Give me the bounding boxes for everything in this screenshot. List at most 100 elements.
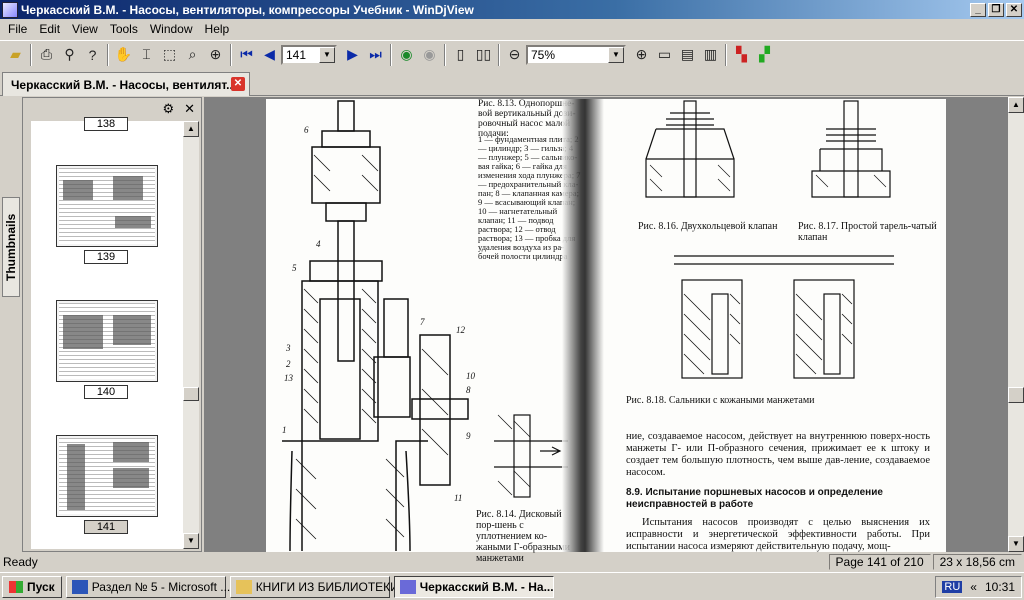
zoom-out-icon[interactable]: ⊖ <box>508 46 521 62</box>
menu-tools[interactable]: Tools <box>109 21 138 36</box>
zoom-value: 75% <box>531 47 556 62</box>
svg-text:4: 4 <box>316 239 321 249</box>
back-icon[interactable]: ◉ <box>400 46 413 62</box>
svg-text:7: 7 <box>420 317 425 327</box>
zoom-in-icon[interactable]: ⊕ <box>635 46 648 62</box>
start-button[interactable]: Пуск <box>2 575 62 598</box>
word-icon <box>71 579 88 594</box>
thumbnail-page-141[interactable] <box>56 435 158 517</box>
section-heading: 8.9. Испытание поршневых насосов и опред… <box>626 487 883 510</box>
thumbnails-pane: ⚙ ✕ 138 139 140 141 ▲ ▼ <box>22 97 202 552</box>
thumbnail-label-138: 138 <box>84 117 128 131</box>
window-title: Черкасский В.М. - Насосы, вентиляторы, к… <box>21 2 474 17</box>
scroll-up-icon[interactable]: ▲ <box>183 121 199 137</box>
next-page-icon[interactable]: ▶ <box>347 46 358 62</box>
document-tab[interactable]: Черкасский В.М. - Насосы, вентилят... ✕ <box>2 72 250 96</box>
task-label: КНИГИ ИЗ БИБЛИОТЕКИ <box>255 579 399 594</box>
display-color-icon[interactable]: ▚ <box>736 46 747 62</box>
document-tab-bar: Черкасский В.М. - Насосы, вентилят... ✕ <box>0 70 1024 96</box>
caption-fig-8-13: Рис. 8.13. Однопоршне-вой вертикальный д… <box>478 99 576 139</box>
print-icon[interactable]: ⎙ <box>40 46 53 62</box>
svg-text:12: 12 <box>456 325 466 335</box>
disk-piston-drawing <box>494 414 568 498</box>
text-select-icon[interactable]: ⌶ <box>142 46 151 62</box>
last-page-icon[interactable]: ⏭ <box>369 46 382 62</box>
close-button[interactable]: ✕ <box>1006 2 1022 17</box>
windjview-icon <box>399 579 416 594</box>
thumbnail-page-139[interactable] <box>56 165 158 247</box>
find-icon[interactable]: ⚲ <box>64 46 75 62</box>
toolbar: ▰ ⎙ ⚲ ? ✋ ⌶ ⬚ ⌕ ⊕ ⏮ ◀ 141 ▼ ▶ ⏭ ◉ ◉ ▯ ▯▯… <box>0 40 1024 68</box>
menu-help[interactable]: Help <box>204 21 230 36</box>
help-icon[interactable]: ? <box>88 46 97 63</box>
facing-pages-icon[interactable]: ▯▯ <box>475 46 492 62</box>
caption-fig-8-16: Рис. 8.16. Двухкольцевой клапан <box>638 221 778 232</box>
folder-icon <box>235 579 252 594</box>
actual-size-icon[interactable]: ▥ <box>703 46 718 62</box>
svg-text:13: 13 <box>284 373 294 383</box>
scroll-thumb[interactable] <box>183 387 199 401</box>
tray-chevron-icon[interactable]: « <box>970 580 977 594</box>
status-size-info: 23 x 18,56 cm <box>932 554 1022 570</box>
close-pane-icon[interactable]: ✕ <box>184 101 195 116</box>
hand-tool-icon[interactable]: ✋ <box>114 46 133 62</box>
page-number-combo[interactable]: 141 ▼ <box>281 44 337 65</box>
svg-text:11: 11 <box>454 493 462 503</box>
close-tab-icon[interactable]: ✕ <box>231 77 245 91</box>
thumbnail-page-140[interactable] <box>56 300 158 382</box>
gear-icon[interactable]: ⚙ <box>162 101 175 116</box>
minimize-button[interactable]: _ <box>970 2 986 17</box>
status-bar: Ready Page 141 of 210 23 x 18,56 cm <box>0 553 1024 571</box>
scroll-up-icon[interactable]: ▲ <box>1008 97 1024 113</box>
svg-text:10: 10 <box>466 371 476 381</box>
restore-button[interactable]: ❐ <box>988 2 1004 17</box>
first-page-icon[interactable]: ⏮ <box>240 46 253 62</box>
menu-edit[interactable]: Edit <box>39 21 61 36</box>
document-tab-label: Черкасский В.М. - Насосы, вентилят... <box>11 77 237 92</box>
valve-drawings <box>645 100 891 198</box>
task-windjview[interactable]: Черкасский В.М. - На... <box>393 575 554 598</box>
scroll-down-icon[interactable]: ▼ <box>1008 536 1024 552</box>
thumbnails-tab[interactable]: Thumbnails <box>2 197 20 297</box>
start-label: Пуск <box>27 579 55 594</box>
document-scrollbar[interactable]: ▲ ▼ <box>1008 97 1024 552</box>
menu-file[interactable]: File <box>8 21 28 36</box>
body-paragraph-2: Испытания насосов производят с целью выя… <box>626 517 930 552</box>
display-mode-icon[interactable]: ▞ <box>759 46 770 62</box>
open-folder-icon[interactable]: ▰ <box>10 46 21 62</box>
svg-text:6: 6 <box>304 125 309 135</box>
legend-fig-8-13: 1 — фундаментная плита; 2 — цилиндр; 3 —… <box>478 134 581 261</box>
scroll-thumb[interactable] <box>1008 387 1024 403</box>
task-label: Черкасский В.М. - На... <box>419 579 554 594</box>
single-page-icon[interactable]: ▯ <box>456 46 465 62</box>
forward-icon[interactable]: ◉ <box>423 46 436 62</box>
svg-text:3: 3 <box>285 343 291 353</box>
thumbnail-list: 138 139 140 141 <box>31 117 183 549</box>
title-bar: Черкасский В.М. - Насосы, вентиляторы, к… <box>0 0 1024 19</box>
previous-page-icon[interactable]: ◀ <box>264 46 275 62</box>
fit-page-icon[interactable]: ▭ <box>657 46 672 62</box>
chevron-down-icon[interactable]: ▼ <box>319 46 335 63</box>
svg-text:2: 2 <box>286 359 291 369</box>
chevron-down-icon[interactable]: ▼ <box>608 46 624 63</box>
task-folder[interactable]: КНИГИ ИЗ БИБЛИОТЕКИ <box>229 575 399 598</box>
taskbar: Пуск Раздел № 5 - Microsoft ... КНИГИ ИЗ… <box>0 572 1024 600</box>
language-indicator[interactable]: RU <box>942 581 963 593</box>
thumbnail-scrollbar[interactable]: ▲ ▼ <box>183 121 199 549</box>
caption-fig-8-14: Рис. 8.14. Дисковый пор-шень с уплотнени… <box>476 509 570 564</box>
scroll-down-icon[interactable]: ▼ <box>183 533 199 549</box>
zoom-combo[interactable]: 75% ▼ <box>526 44 626 65</box>
menu-window[interactable]: Window <box>149 21 193 36</box>
rect-select-icon[interactable]: ⬚ <box>162 46 177 62</box>
menu-view[interactable]: View <box>72 21 98 36</box>
svg-text:5: 5 <box>292 263 297 273</box>
task-word-document[interactable]: Раздел № 5 - Microsoft ... <box>65 575 230 598</box>
zoom-rect-icon[interactable]: ⊕ <box>209 46 222 62</box>
page-number-value: 141 <box>286 47 307 62</box>
fit-width-icon[interactable]: ▤ <box>680 46 695 62</box>
page-spine <box>562 99 604 552</box>
windows-logo-icon <box>9 580 23 593</box>
zoom-icon[interactable]: ⌕ <box>188 46 197 62</box>
